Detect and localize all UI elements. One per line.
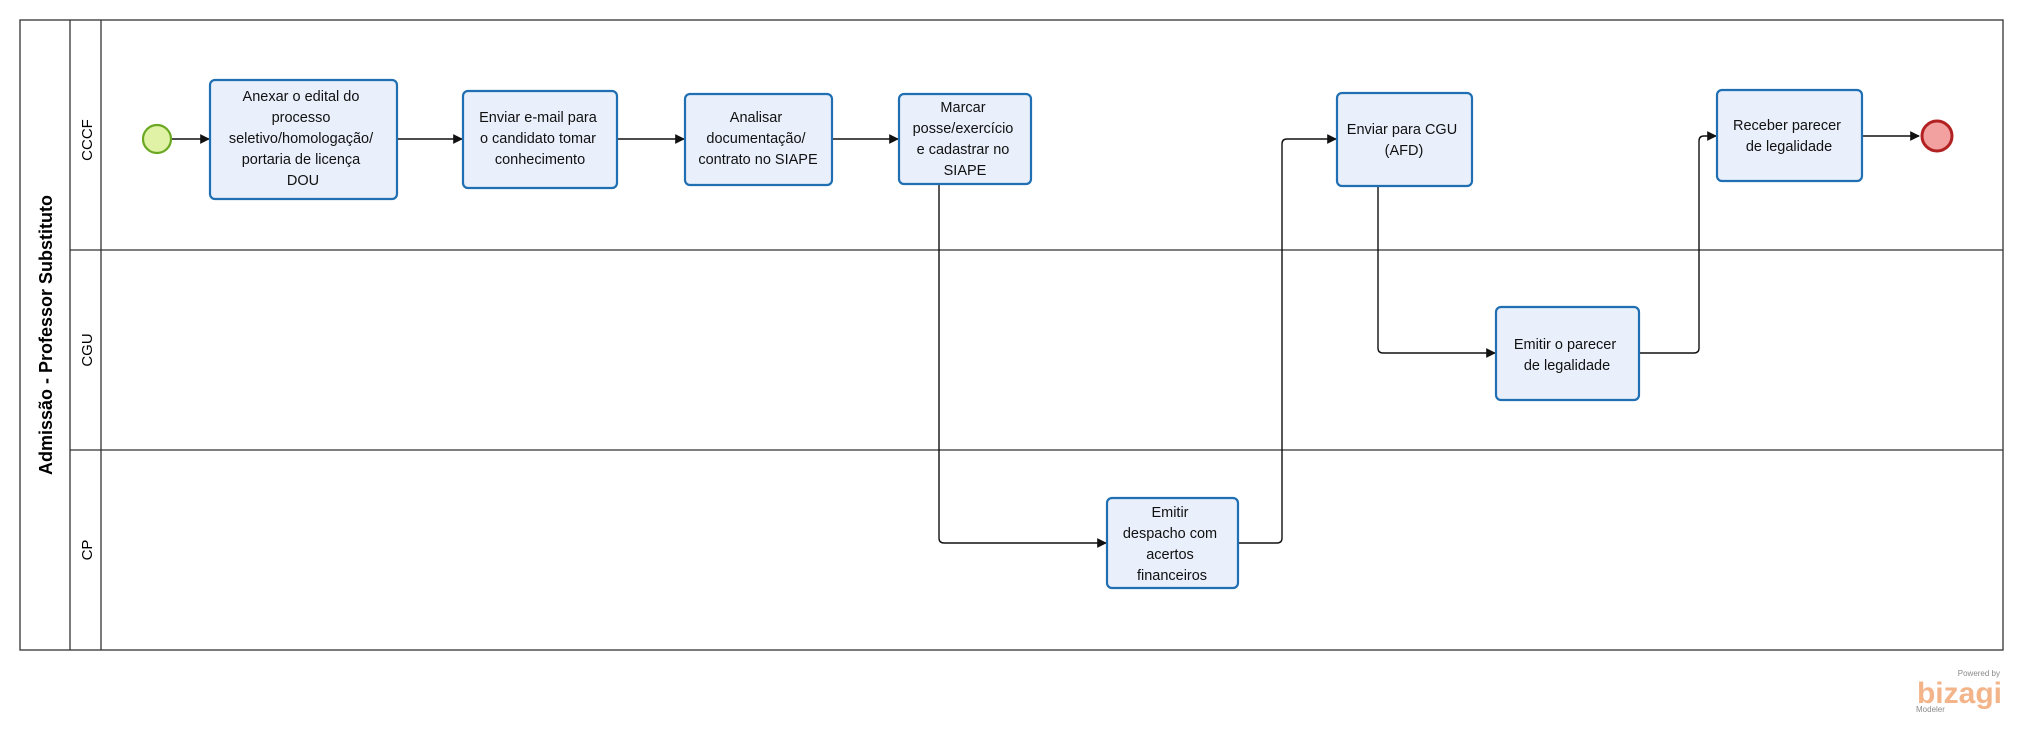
task-enviar-email[interactable]: Enviar e-mail para o candidato tomar con… — [461, 89, 619, 190]
task-enviar-cgu[interactable]: Enviar para CGU (AFD) — [1335, 91, 1474, 188]
brand-name-text: bizagi — [1917, 677, 2002, 710]
task-label: Emitir o parecer de legalidade — [1514, 337, 1620, 374]
lane-label-cp: CP — [79, 540, 96, 561]
task-box — [1335, 91, 1474, 188]
task-anexar-edital[interactable]: Anexar o edital do processo seletivo/hom… — [208, 78, 399, 201]
task-box — [1105, 496, 1240, 590]
task-box — [897, 92, 1033, 186]
task-analisar-documentacao[interactable]: Analisar documentação/ contrato no SIAPE — [683, 92, 834, 187]
lane-label-cccf: CCCF — [79, 119, 96, 161]
task-label: Marcar posse/exercício e cadastrar no SI… — [913, 100, 1018, 179]
brand-powered-text: Powered by — [1958, 669, 2000, 678]
task-label: Anexar o edital do processo seletivo/hom… — [229, 89, 377, 189]
flow-emitir-parecer-to-receber-parecer — [1639, 131, 1717, 354]
flow-enviar-cgu-to-emitir-parecer — [1377, 186, 1496, 358]
pool-title: Admissão - Professor Substituto — [36, 195, 56, 475]
task-box — [208, 78, 399, 201]
brand-sub-text: Modeler — [1916, 705, 1945, 714]
task-label: Receber parecer de legalidade — [1733, 118, 1845, 155]
task-box — [1494, 305, 1641, 402]
bizagi-logo: Powered by bizagi Modeler — [1916, 669, 2002, 714]
task-box — [1715, 88, 1864, 183]
task-label: Analisar documentação/ contrato no SIAPE — [698, 110, 818, 168]
task-label: Enviar para CGU (AFD) — [1347, 122, 1461, 159]
task-emitir-despacho[interactable]: Emitir despacho com acertos financeiros — [1105, 496, 1240, 590]
task-box — [461, 89, 619, 190]
end-event[interactable] — [1920, 119, 1954, 153]
flow-marcar-posse-to-emitir-despacho — [938, 184, 1107, 548]
task-label: Enviar e-mail para o candidato tomar con… — [479, 110, 601, 168]
flow-emitir-despacho-to-enviar-cgu — [1238, 134, 1337, 544]
task-emitir-parecer[interactable]: Emitir o parecer de legalidade — [1494, 305, 1641, 402]
task-marcar-posse[interactable]: Marcar posse/exercício e cadastrar no SI… — [897, 92, 1033, 186]
sequence-flows — [172, 131, 1920, 548]
start-event[interactable] — [141, 123, 173, 155]
lane-label-cgu: CGU — [79, 333, 96, 366]
task-label: Emitir despacho com acertos financeiros — [1123, 505, 1221, 584]
task-box — [683, 92, 834, 187]
task-receber-parecer[interactable]: Receber parecer de legalidade — [1715, 88, 1864, 183]
